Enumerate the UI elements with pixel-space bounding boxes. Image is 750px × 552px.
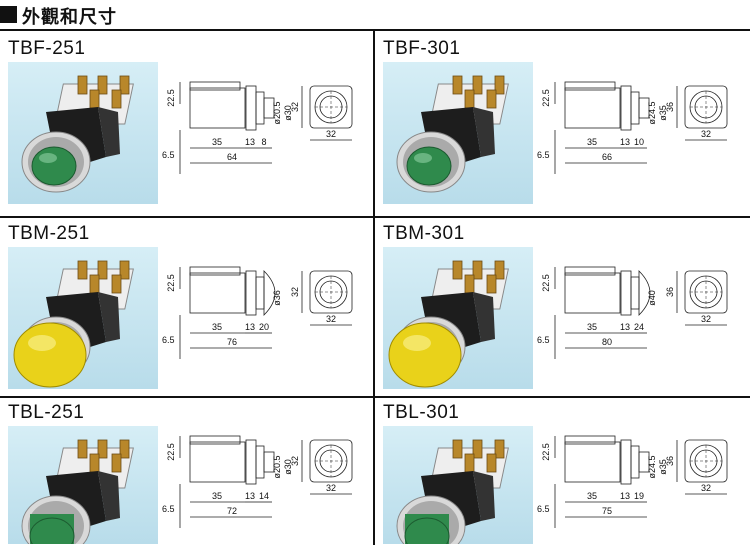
svg-text:35: 35 <box>212 491 222 501</box>
product-photo <box>8 62 158 204</box>
svg-text:32: 32 <box>701 483 711 493</box>
svg-text:35: 35 <box>587 137 597 147</box>
svg-text:13: 13 <box>620 322 630 332</box>
svg-text:14: 14 <box>259 491 269 501</box>
svg-text:32: 32 <box>326 314 336 324</box>
svg-text:64: 64 <box>227 152 237 162</box>
svg-text:6.5: 6.5 <box>537 335 550 345</box>
svg-text:ø30: ø30 <box>283 459 293 475</box>
svg-text:ø40: ø40 <box>647 290 657 306</box>
svg-text:72: 72 <box>227 506 237 516</box>
svg-text:32: 32 <box>290 102 300 112</box>
svg-text:32: 32 <box>701 314 711 324</box>
svg-text:24: 24 <box>634 322 644 332</box>
svg-text:36: 36 <box>665 287 675 297</box>
column-divider <box>373 31 375 545</box>
svg-text:ø24.5: ø24.5 <box>647 101 657 124</box>
product-photo <box>383 426 533 544</box>
svg-text:10: 10 <box>634 137 644 147</box>
model-label: TBL-301 <box>383 402 460 423</box>
product-panel-tbm-301: TBM-301 22.5 ø40 35 13 24 80 6.5 32 36 <box>383 223 743 398</box>
svg-text:19: 19 <box>634 491 644 501</box>
model-label: TBM-301 <box>383 223 465 244</box>
svg-text:ø36: ø36 <box>272 290 282 306</box>
model-label: TBL-251 <box>8 402 85 423</box>
model-label: TBF-301 <box>383 38 461 59</box>
svg-text:13: 13 <box>245 137 255 147</box>
svg-text:ø35: ø35 <box>658 105 668 121</box>
svg-text:32: 32 <box>326 483 336 493</box>
svg-text:35: 35 <box>212 137 222 147</box>
page-title: 外觀和尺寸 <box>22 7 117 27</box>
page-header: 外觀和尺寸 <box>0 0 750 31</box>
svg-text:35: 35 <box>587 322 597 332</box>
svg-text:13: 13 <box>245 322 255 332</box>
svg-text:80: 80 <box>602 337 612 347</box>
svg-text:22.5: 22.5 <box>166 274 176 292</box>
svg-text:6.5: 6.5 <box>162 335 175 345</box>
svg-text:20: 20 <box>259 322 269 332</box>
svg-text:22.5: 22.5 <box>541 89 551 107</box>
svg-text:36: 36 <box>665 102 675 112</box>
svg-text:76: 76 <box>227 337 237 347</box>
svg-text:35: 35 <box>587 491 597 501</box>
svg-text:8: 8 <box>261 137 266 147</box>
product-photo <box>8 247 158 389</box>
svg-text:6.5: 6.5 <box>162 504 175 514</box>
header-square-icon <box>0 6 17 23</box>
row-divider-2 <box>0 396 750 398</box>
svg-text:ø24.5: ø24.5 <box>647 455 657 478</box>
svg-text:22.5: 22.5 <box>541 274 551 292</box>
svg-text:36: 36 <box>665 456 675 466</box>
model-label: TBF-251 <box>8 38 86 59</box>
header-rule <box>0 29 750 31</box>
svg-text:6.5: 6.5 <box>537 150 550 160</box>
product-photo <box>8 426 158 544</box>
svg-text:32: 32 <box>290 456 300 466</box>
model-label: TBM-251 <box>8 223 90 244</box>
product-panel-tbm-251: TBM-251 22.5 ø36 35 13 20 76 6.5 32 32 <box>8 223 368 398</box>
svg-text:22.5: 22.5 <box>541 443 551 461</box>
product-photo <box>383 247 533 389</box>
row-divider-1 <box>0 216 750 218</box>
svg-text:32: 32 <box>701 129 711 139</box>
dimension-drawing: 22.5 ø36 35 13 20 76 6.5 32 32 <box>160 253 365 383</box>
svg-text:22.5: 22.5 <box>166 89 176 107</box>
svg-text:6.5: 6.5 <box>537 504 550 514</box>
svg-text:ø20.5: ø20.5 <box>272 455 282 478</box>
svg-text:6.5: 6.5 <box>162 150 175 160</box>
svg-text:13: 13 <box>620 137 630 147</box>
svg-text:13: 13 <box>620 491 630 501</box>
svg-text:66: 66 <box>602 152 612 162</box>
svg-text:35: 35 <box>212 322 222 332</box>
svg-text:22.5: 22.5 <box>166 443 176 461</box>
svg-text:13: 13 <box>245 491 255 501</box>
svg-text:ø30: ø30 <box>283 105 293 121</box>
dimension-drawing: 22.5 ø40 35 13 24 80 6.5 32 36 <box>535 253 740 383</box>
svg-text:32: 32 <box>326 129 336 139</box>
svg-text:ø20.5: ø20.5 <box>272 101 282 124</box>
product-photo <box>383 62 533 204</box>
svg-text:75: 75 <box>602 506 612 516</box>
svg-text:32: 32 <box>290 287 300 297</box>
svg-text:ø35: ø35 <box>658 459 668 475</box>
